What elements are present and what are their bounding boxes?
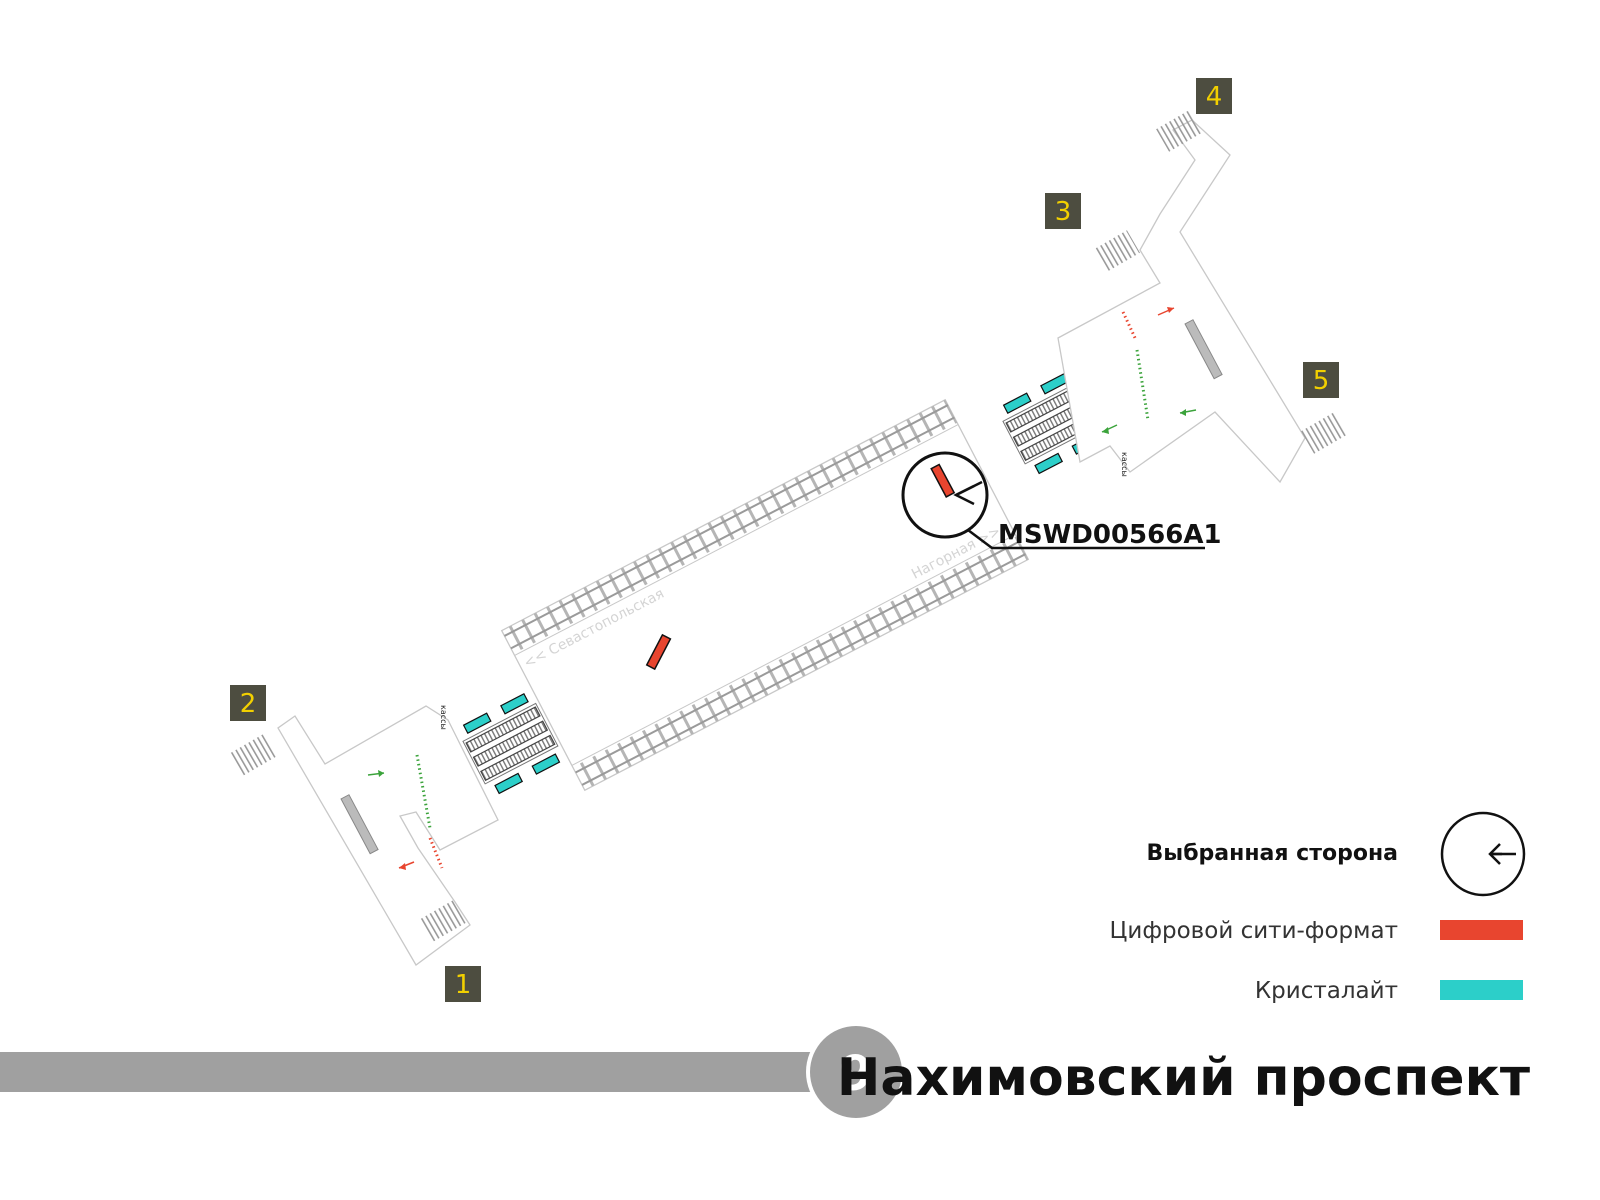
- exit-badge-4: 4: [1196, 78, 1232, 114]
- ad-code-label: MSWD00566A1: [998, 520, 1222, 550]
- digital-board-center[interactable]: [645, 633, 672, 671]
- legend-selected-side-label: Выбранная сторона: [1147, 841, 1398, 866]
- legend-digital-city-format-label: Цифровой сити-формат: [1110, 918, 1398, 944]
- right-vestibule: кассы: [1057, 110, 1347, 484]
- crystal-light-left-3[interactable]: [494, 772, 524, 795]
- metro-line-bar: [0, 1052, 820, 1092]
- exit-number-2: 2: [240, 689, 257, 719]
- selected-digital-board[interactable]: [930, 463, 956, 498]
- legend-crystal-light-label: Кристалайт: [1255, 978, 1398, 1004]
- ticket-office-left: [340, 794, 379, 855]
- stairs-exit-5: [1301, 412, 1347, 454]
- upper-track: [501, 399, 959, 656]
- stairs-exit-4: [1156, 110, 1202, 152]
- crystal-light-left-1[interactable]: [462, 712, 492, 734]
- legend-digital-city-format-swatch: [1440, 920, 1523, 940]
- ticket-office-left-label: кассы: [439, 705, 448, 730]
- crystal-light-right-1[interactable]: [1002, 392, 1032, 414]
- crystal-light-right-3[interactable]: [1034, 452, 1064, 475]
- stairs-exit-1: [420, 900, 466, 942]
- exit-badge-3: 3: [1045, 193, 1081, 229]
- crystal-light-left-4[interactable]: [531, 753, 561, 775]
- direction-arrow-icon: [953, 480, 983, 506]
- exit-number-1: 1: [455, 970, 472, 1000]
- exit-badge-5: 5: [1303, 362, 1339, 398]
- exit-badge-1: 1: [445, 966, 481, 1002]
- left-escalators: [462, 692, 561, 795]
- line-number: 9: [839, 1046, 872, 1102]
- exit-number-5: 5: [1313, 366, 1330, 396]
- legend-crystal-light-swatch: [1440, 980, 1523, 1000]
- line-number-badge: [810, 1026, 902, 1118]
- exit-number-3: 3: [1055, 197, 1072, 227]
- ticket-office-right: [1184, 319, 1223, 380]
- selected-ad-marker[interactable]: MSWD00566A1: [901, 451, 1222, 550]
- exit-badge-2: 2: [230, 685, 266, 721]
- lower-track: [571, 534, 1029, 791]
- stairs-exit-2: [230, 734, 276, 776]
- station-footer: 9 Нахимовский проспект: [0, 1022, 1530, 1122]
- platform-hall: << Севастопольская Нагорная >>: [500, 398, 1030, 792]
- ticket-office-right-label: кассы: [1120, 452, 1129, 477]
- left-vestibule: кассы: [230, 705, 499, 966]
- stairs-exit-3: [1094, 230, 1140, 272]
- legend-selected-side-icon: [1440, 811, 1526, 897]
- exit-number-4: 4: [1206, 82, 1223, 112]
- crystal-light-left-2[interactable]: [500, 692, 529, 715]
- legend: Выбранная сторона Цифровой сити-формат К…: [1110, 811, 1526, 1004]
- station-name: Нахимовский проспект: [837, 1048, 1530, 1108]
